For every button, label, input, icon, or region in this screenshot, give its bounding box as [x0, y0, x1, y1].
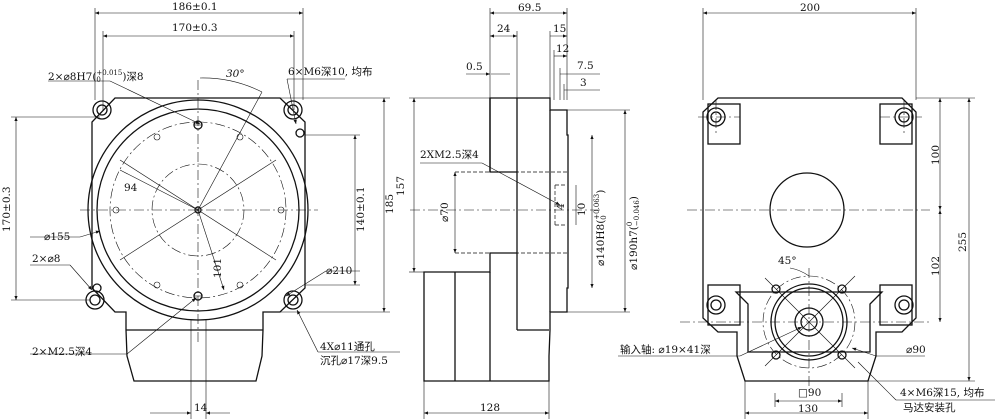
input-shaft-note: 输入轴: ⌀19×41深: [620, 344, 711, 356]
dim-12-label: 12: [556, 43, 570, 55]
counterbore-note: 沉孔⌀17深9.5: [320, 355, 388, 367]
dim-94-label: 94: [124, 182, 138, 194]
dim-102-label: 102: [930, 255, 942, 276]
dim-2xd8-label: 2×⌀8: [32, 253, 61, 265]
dia-210-label: ⌀210: [326, 265, 353, 277]
dia-190h7-note: ⌀190h7(0−0.046): [626, 196, 641, 270]
dim-140-label: 140±0.1: [355, 186, 367, 232]
angle-30-label: 30°: [226, 68, 245, 80]
dim-130-label: 130: [798, 403, 819, 415]
thread-4xm6-note: 4×M6深15, 均布: [900, 387, 985, 399]
dim-200-label: 200: [800, 2, 821, 14]
dim-100-label: 100: [930, 144, 942, 165]
dim-24-label: 24: [497, 23, 511, 35]
dia-90-label: ⌀90: [906, 344, 926, 356]
square-90-label: □90: [798, 387, 822, 399]
dim-101-label: 101: [212, 257, 224, 278]
dim-15-label: 15: [553, 23, 567, 35]
angle-45-label: 45°: [778, 255, 797, 267]
thread-2xm25-side-note: 2XM2.5深4: [420, 149, 479, 161]
dim-10-label: 10: [576, 202, 588, 216]
dim-170-top-label: 170±0.3: [172, 22, 218, 34]
dim-4-label: 4: [555, 203, 567, 210]
dim-3-label: 3: [580, 77, 587, 89]
dim-157-label: 157: [395, 175, 407, 196]
side-view: [409, 8, 630, 419]
dim-14-label: 14: [194, 402, 208, 414]
thread-2xm25-note: 2×M2.5深4: [32, 346, 93, 358]
front-view: [11, 8, 400, 419]
dim-186-label: 186±0.1: [172, 1, 218, 13]
dim-170-left-label: 170±0.3: [1, 186, 13, 232]
motor-holes-note: 马达安装孔: [903, 402, 956, 414]
dia-155-label: ⌀155: [44, 231, 71, 243]
thread-6xm6-note: 6×M6深10, 均布: [288, 66, 373, 78]
dim-128-label: 128: [480, 402, 501, 414]
dim-0-5-label: 0.5: [466, 61, 483, 73]
back-view: [618, 8, 995, 419]
hole-4x11-note: 4X⌀11通孔: [320, 341, 375, 353]
dia-70-label: ⌀70: [439, 202, 451, 222]
dim-69-5-label: 69.5: [518, 2, 542, 14]
dim-255-label: 255: [957, 231, 969, 252]
dim-185-label: 185: [384, 193, 396, 214]
dim-7-5-label: 7.5: [577, 60, 594, 72]
